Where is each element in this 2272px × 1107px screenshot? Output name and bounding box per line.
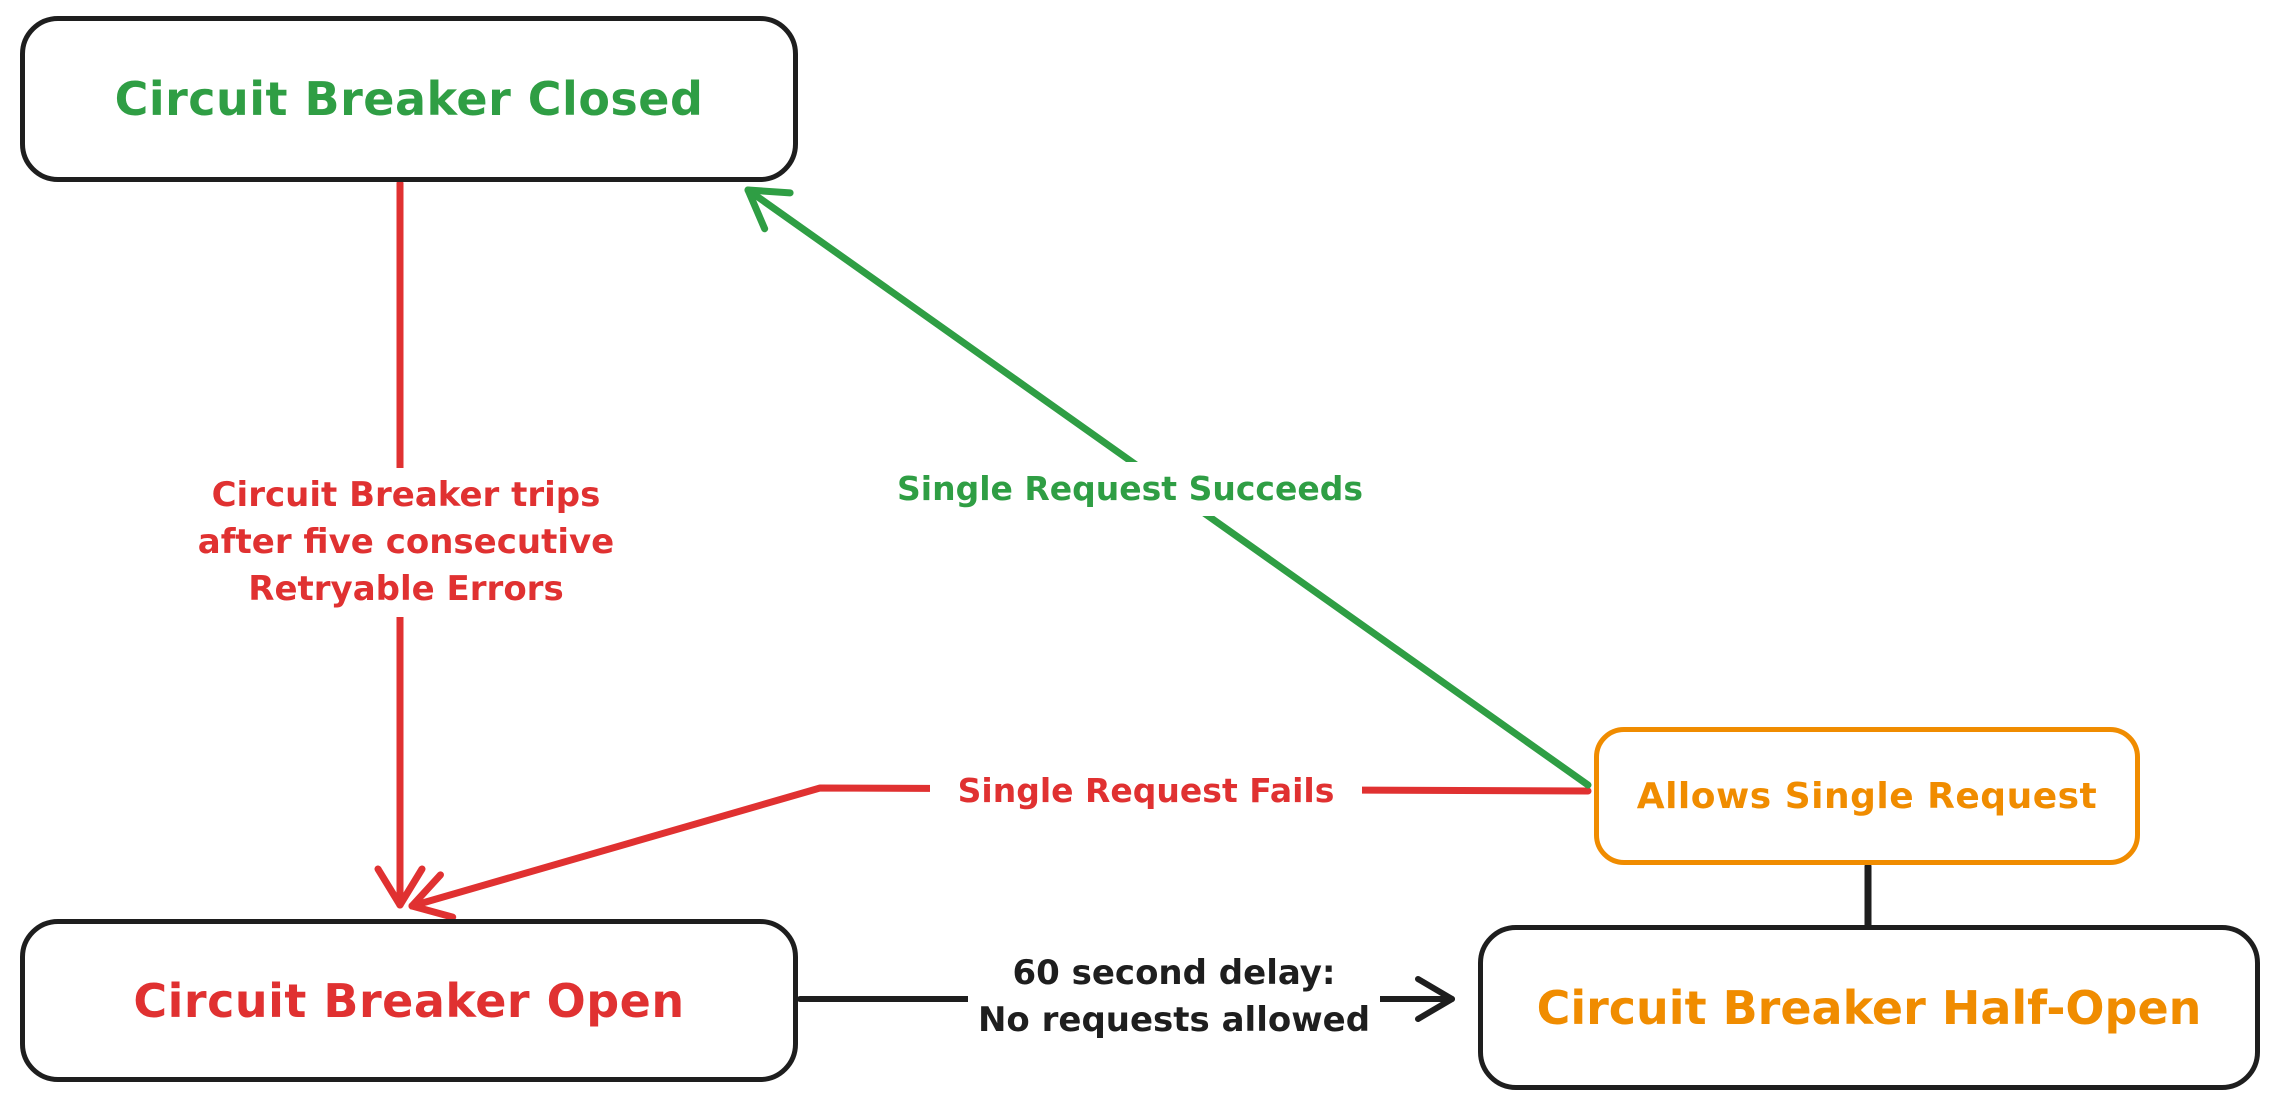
node-circuit-breaker-closed: Circuit Breaker Closed [20,16,798,182]
edge-label-delay-line1: 60 second delay: [1012,953,1336,993]
node-circuit-breaker-half-open: Circuit Breaker Half-Open [1478,925,2260,1090]
node-allows-single-request: Allows Single Request [1594,727,2140,865]
node-circuit-breaker-open: Circuit Breaker Open [20,919,798,1082]
edge-label-single-request-succeeds: Single Request Succeeds [889,462,1371,516]
edge-label-delay-line2: No requests allowed [977,999,1371,1040]
edge-label-trip-line3: Retryable Errors [248,568,564,609]
edge-label-single-request-fails: Single Request Fails [930,764,1362,818]
edge-label-delay: 60 second delay: No requests allowed [968,946,1380,1048]
edge-label-trip: Circuit Breaker trips after five consecu… [166,468,646,617]
edge-label-trip-line1: Circuit Breaker trips [211,475,601,515]
edge-label-trip-line2: after five consecutive [197,521,615,562]
